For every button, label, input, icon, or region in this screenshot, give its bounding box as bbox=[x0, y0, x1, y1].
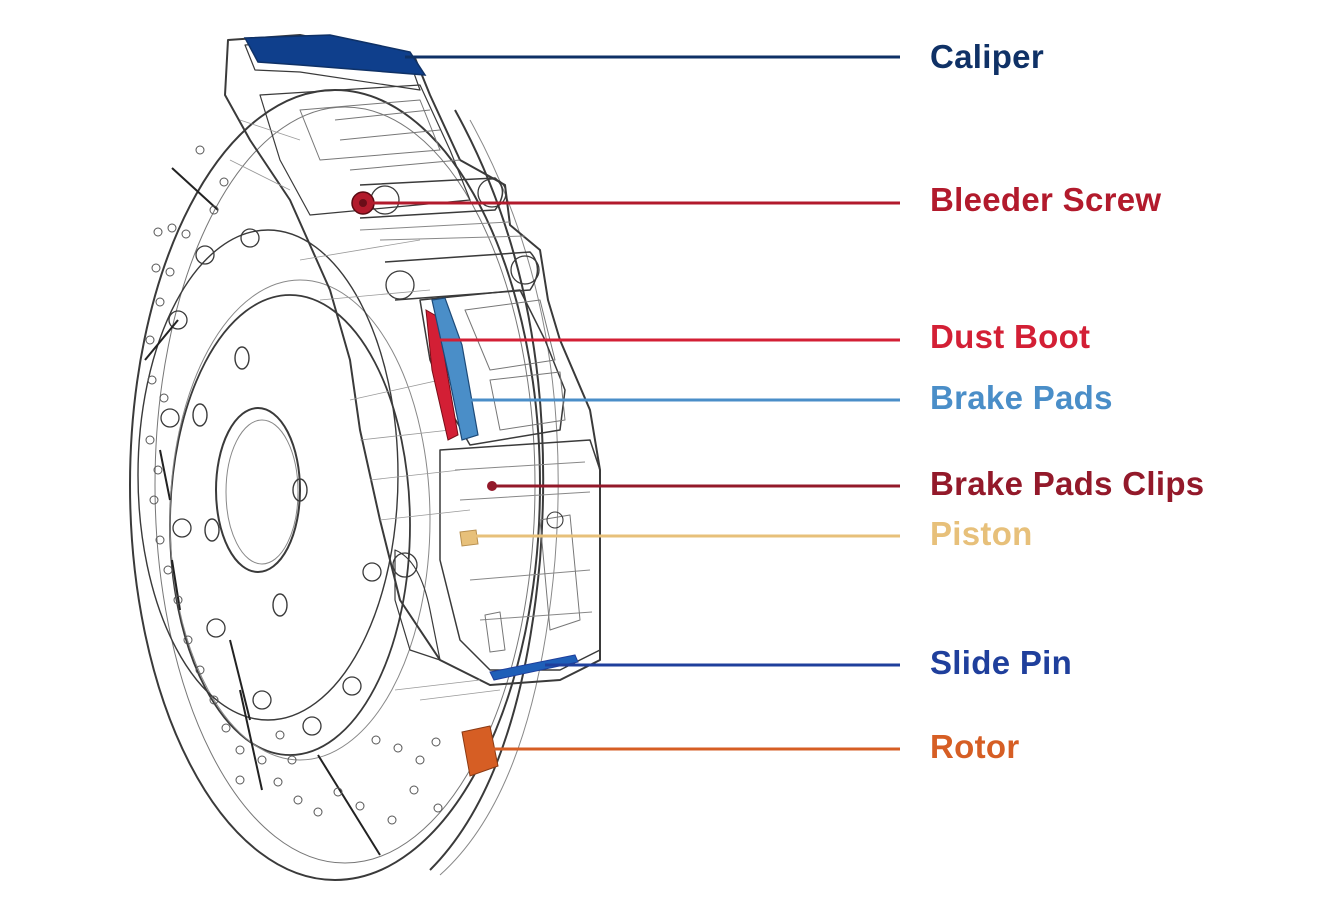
leader-lines bbox=[368, 55, 900, 751]
label-bleeder-screw: Bleeder Screw bbox=[930, 181, 1162, 218]
highlighted-parts bbox=[243, 34, 579, 777]
piston-highlight bbox=[459, 529, 479, 547]
caliper-highlight bbox=[243, 34, 427, 76]
brake-pads-clips-highlight bbox=[487, 481, 497, 491]
label-dust-boot: Dust Boot bbox=[930, 318, 1091, 355]
brake-wireframe-drawing bbox=[129, 34, 601, 881]
brake-pads-highlight bbox=[431, 297, 479, 441]
label-caliper: Caliper bbox=[930, 38, 1044, 75]
label-rotor: Rotor bbox=[930, 728, 1020, 765]
label-slide-pin: Slide Pin bbox=[930, 644, 1073, 681]
rotor-highlight bbox=[461, 725, 499, 777]
label-brake-pads: Brake Pads bbox=[930, 379, 1113, 416]
slide-pin-highlight bbox=[489, 654, 579, 681]
label-brake-pads-clips: Brake Pads Clips bbox=[930, 465, 1205, 502]
hub-bore bbox=[215, 407, 301, 573]
label-piston: Piston bbox=[930, 515, 1033, 552]
